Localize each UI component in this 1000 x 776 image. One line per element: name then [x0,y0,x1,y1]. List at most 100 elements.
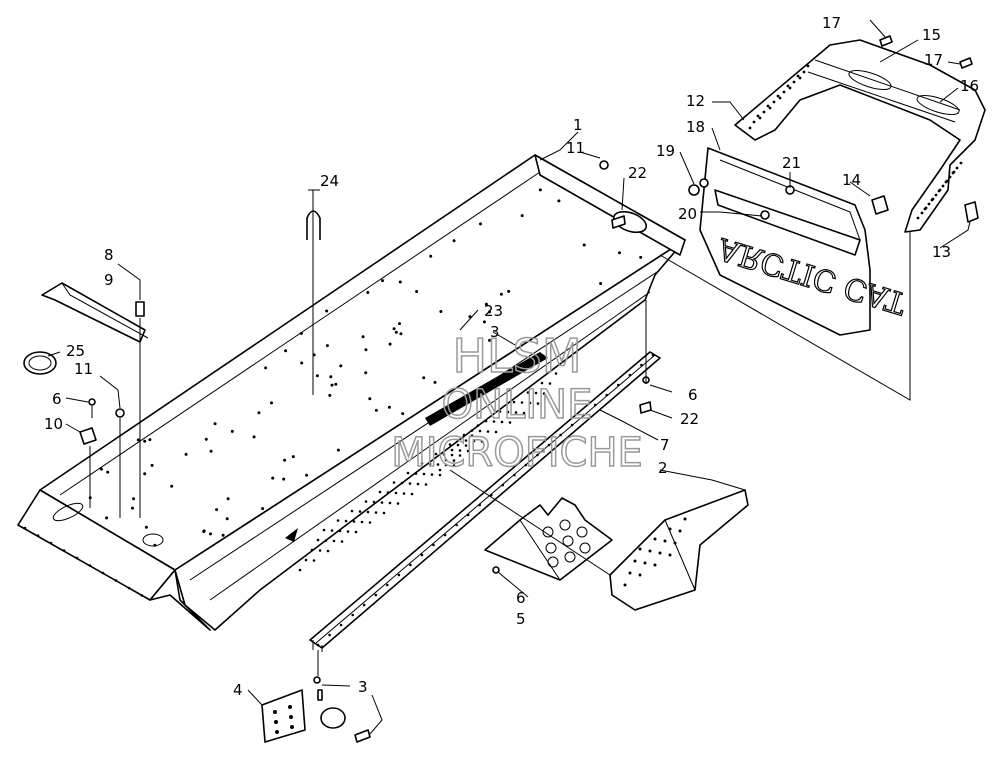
rivet-hole [643,561,647,565]
rivet-hole [479,222,482,226]
rivet-hole [150,463,154,467]
rivet-hole [325,344,329,348]
rivet-hole [934,193,938,197]
rivet-hole [400,481,404,485]
rivet-hole [392,481,396,484]
rivet-hole [478,429,482,433]
rivet-hole [351,613,355,617]
rivet-hole [959,161,963,165]
rivet-hole [310,548,314,552]
rivet-hole [422,376,426,380]
rivet-hole [633,559,637,563]
rivet-hole [387,405,391,409]
footrest-bracket-right [609,489,749,611]
rivet-hole [325,309,329,313]
rivet-hole [434,452,438,456]
rivet-hole [450,448,454,452]
callout-14: 14 [842,171,861,189]
rivet-hole [368,397,372,401]
snow-flap: ARCTIC CAT [699,147,911,336]
rivet-hole [640,363,643,367]
rivet-hole [422,472,426,476]
rivet-hole [420,462,424,465]
rivet-hole [488,310,491,314]
rivet-hole [36,534,40,537]
callout-3: 3 [490,323,500,341]
rivet-hole [582,413,585,417]
rivet-hole [547,443,551,447]
callout-24: 24 [320,172,339,190]
rivet-hole [328,393,332,397]
rivet-hole [452,464,456,467]
rivet-hole [392,327,396,331]
tunnel-emblem [425,352,548,426]
rivet-hole [364,348,368,352]
rivet-hole [526,391,530,394]
rivet-hole [332,539,336,543]
rivet-hole [298,568,302,572]
rivet-hole [653,563,657,567]
callout-20: 20 [678,205,697,223]
rivet-hole [452,239,456,243]
rivet-hole [316,643,320,647]
rivet-hole [346,530,350,533]
rivet-hole [372,500,376,504]
tunnel-panel [17,154,686,631]
rivet-hole [401,412,405,416]
callout-21: 21 [782,154,801,172]
rivet-hole [623,583,627,587]
rivet-hole [468,315,472,319]
callout-8: 8 [104,246,114,264]
rivet-hole [768,106,772,110]
rivet-hole [144,525,148,529]
rivet-hole [374,593,378,597]
rivet-hole [806,64,810,68]
rivet-hole [264,366,268,370]
rivet-hole [106,470,110,474]
rivet-hole [366,510,370,514]
rivet-hole [328,633,331,637]
callout-11: 11 [74,360,93,378]
rivet-hole [448,443,452,446]
rivet-hole [300,361,304,365]
rivet-hole [658,551,662,555]
rivet-hole [542,392,546,395]
rivet-hole [470,434,474,437]
rivet-hole [540,381,544,385]
rivet-hole [252,435,256,439]
rivet-hole [361,335,365,339]
rivet-hole [230,429,234,433]
rivet-hole [312,559,316,562]
rivet-hole [225,517,229,521]
rivet-hole [456,443,460,447]
rivet-hole [548,382,552,385]
rivet-hole [368,521,372,524]
rivet-hole [429,254,433,258]
rivet-hole [438,468,442,472]
rivet-hole [374,408,378,412]
rivet-hole [524,463,528,467]
rivet-hole [678,529,682,533]
rivet-hole [360,520,364,524]
rivet-hole [438,473,442,477]
rivet-hole [410,492,414,496]
rivet-hole [105,516,109,520]
rivet-hole [490,493,493,497]
rivet-hole [271,476,275,480]
rivet-hole [499,292,503,296]
rivet-hole [557,199,561,203]
callout-labels: 1 2 3 3 4 5 6 6 6 7 8 9 10 11 11 12 13 1… [44,14,979,699]
rivet-hole [941,184,945,188]
rivet-hole [364,371,368,375]
rivet-hole [143,472,147,476]
callout-6: 6 [516,589,526,607]
rivet-hole [536,402,540,405]
rivet-hole [399,332,403,336]
rivet-hole [498,410,502,413]
rivet-hole [381,279,384,283]
rivet-hole [653,537,657,541]
rivet-hole [428,462,432,466]
rivet-hole [482,320,486,324]
round-cap [320,707,346,729]
callout-3: 3 [358,678,368,696]
